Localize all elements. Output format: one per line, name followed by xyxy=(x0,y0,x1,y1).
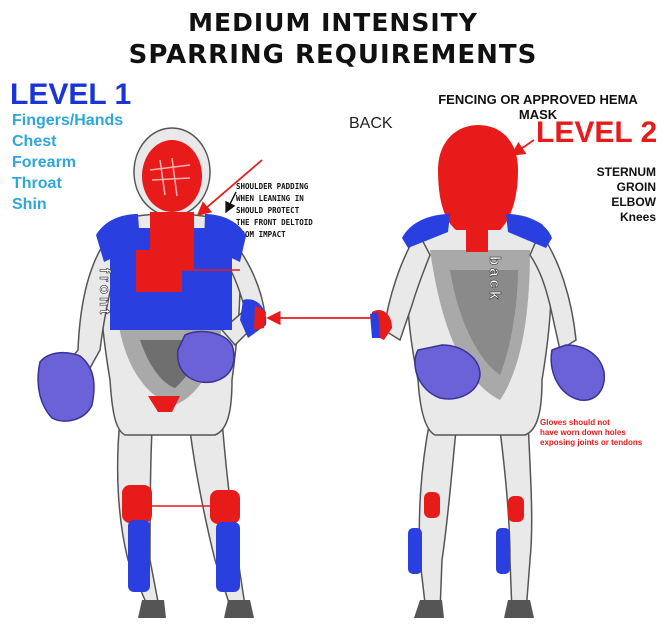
back-right-knee-pad xyxy=(508,496,524,522)
front-right-glove xyxy=(178,332,234,383)
back-figure: back xyxy=(370,125,604,618)
front-right-shin-guard xyxy=(216,522,240,592)
front-left-glove xyxy=(38,353,94,421)
back-right-foot xyxy=(504,600,534,618)
level2-arrow-to-hood xyxy=(512,140,534,155)
front-right-foot xyxy=(224,600,254,618)
back-label: back xyxy=(486,256,503,302)
front-left-shin-guard xyxy=(128,520,150,592)
back-hood xyxy=(438,125,518,230)
front-sternum-guard xyxy=(136,250,182,292)
front-right-knee-pad xyxy=(210,490,240,524)
back-left-shin-guard xyxy=(408,528,422,574)
back-left-foot xyxy=(414,600,444,618)
shoulder-note-arrow xyxy=(226,192,236,212)
back-left-knee-pad xyxy=(424,492,440,518)
back-right-glove xyxy=(551,345,604,400)
front-left-knee-pad xyxy=(122,485,152,523)
front-label: front xyxy=(96,268,113,317)
back-right-shin-guard xyxy=(496,528,510,574)
front-left-foot xyxy=(138,600,166,618)
back-neck-tab xyxy=(466,222,488,252)
front-mask xyxy=(142,140,202,212)
